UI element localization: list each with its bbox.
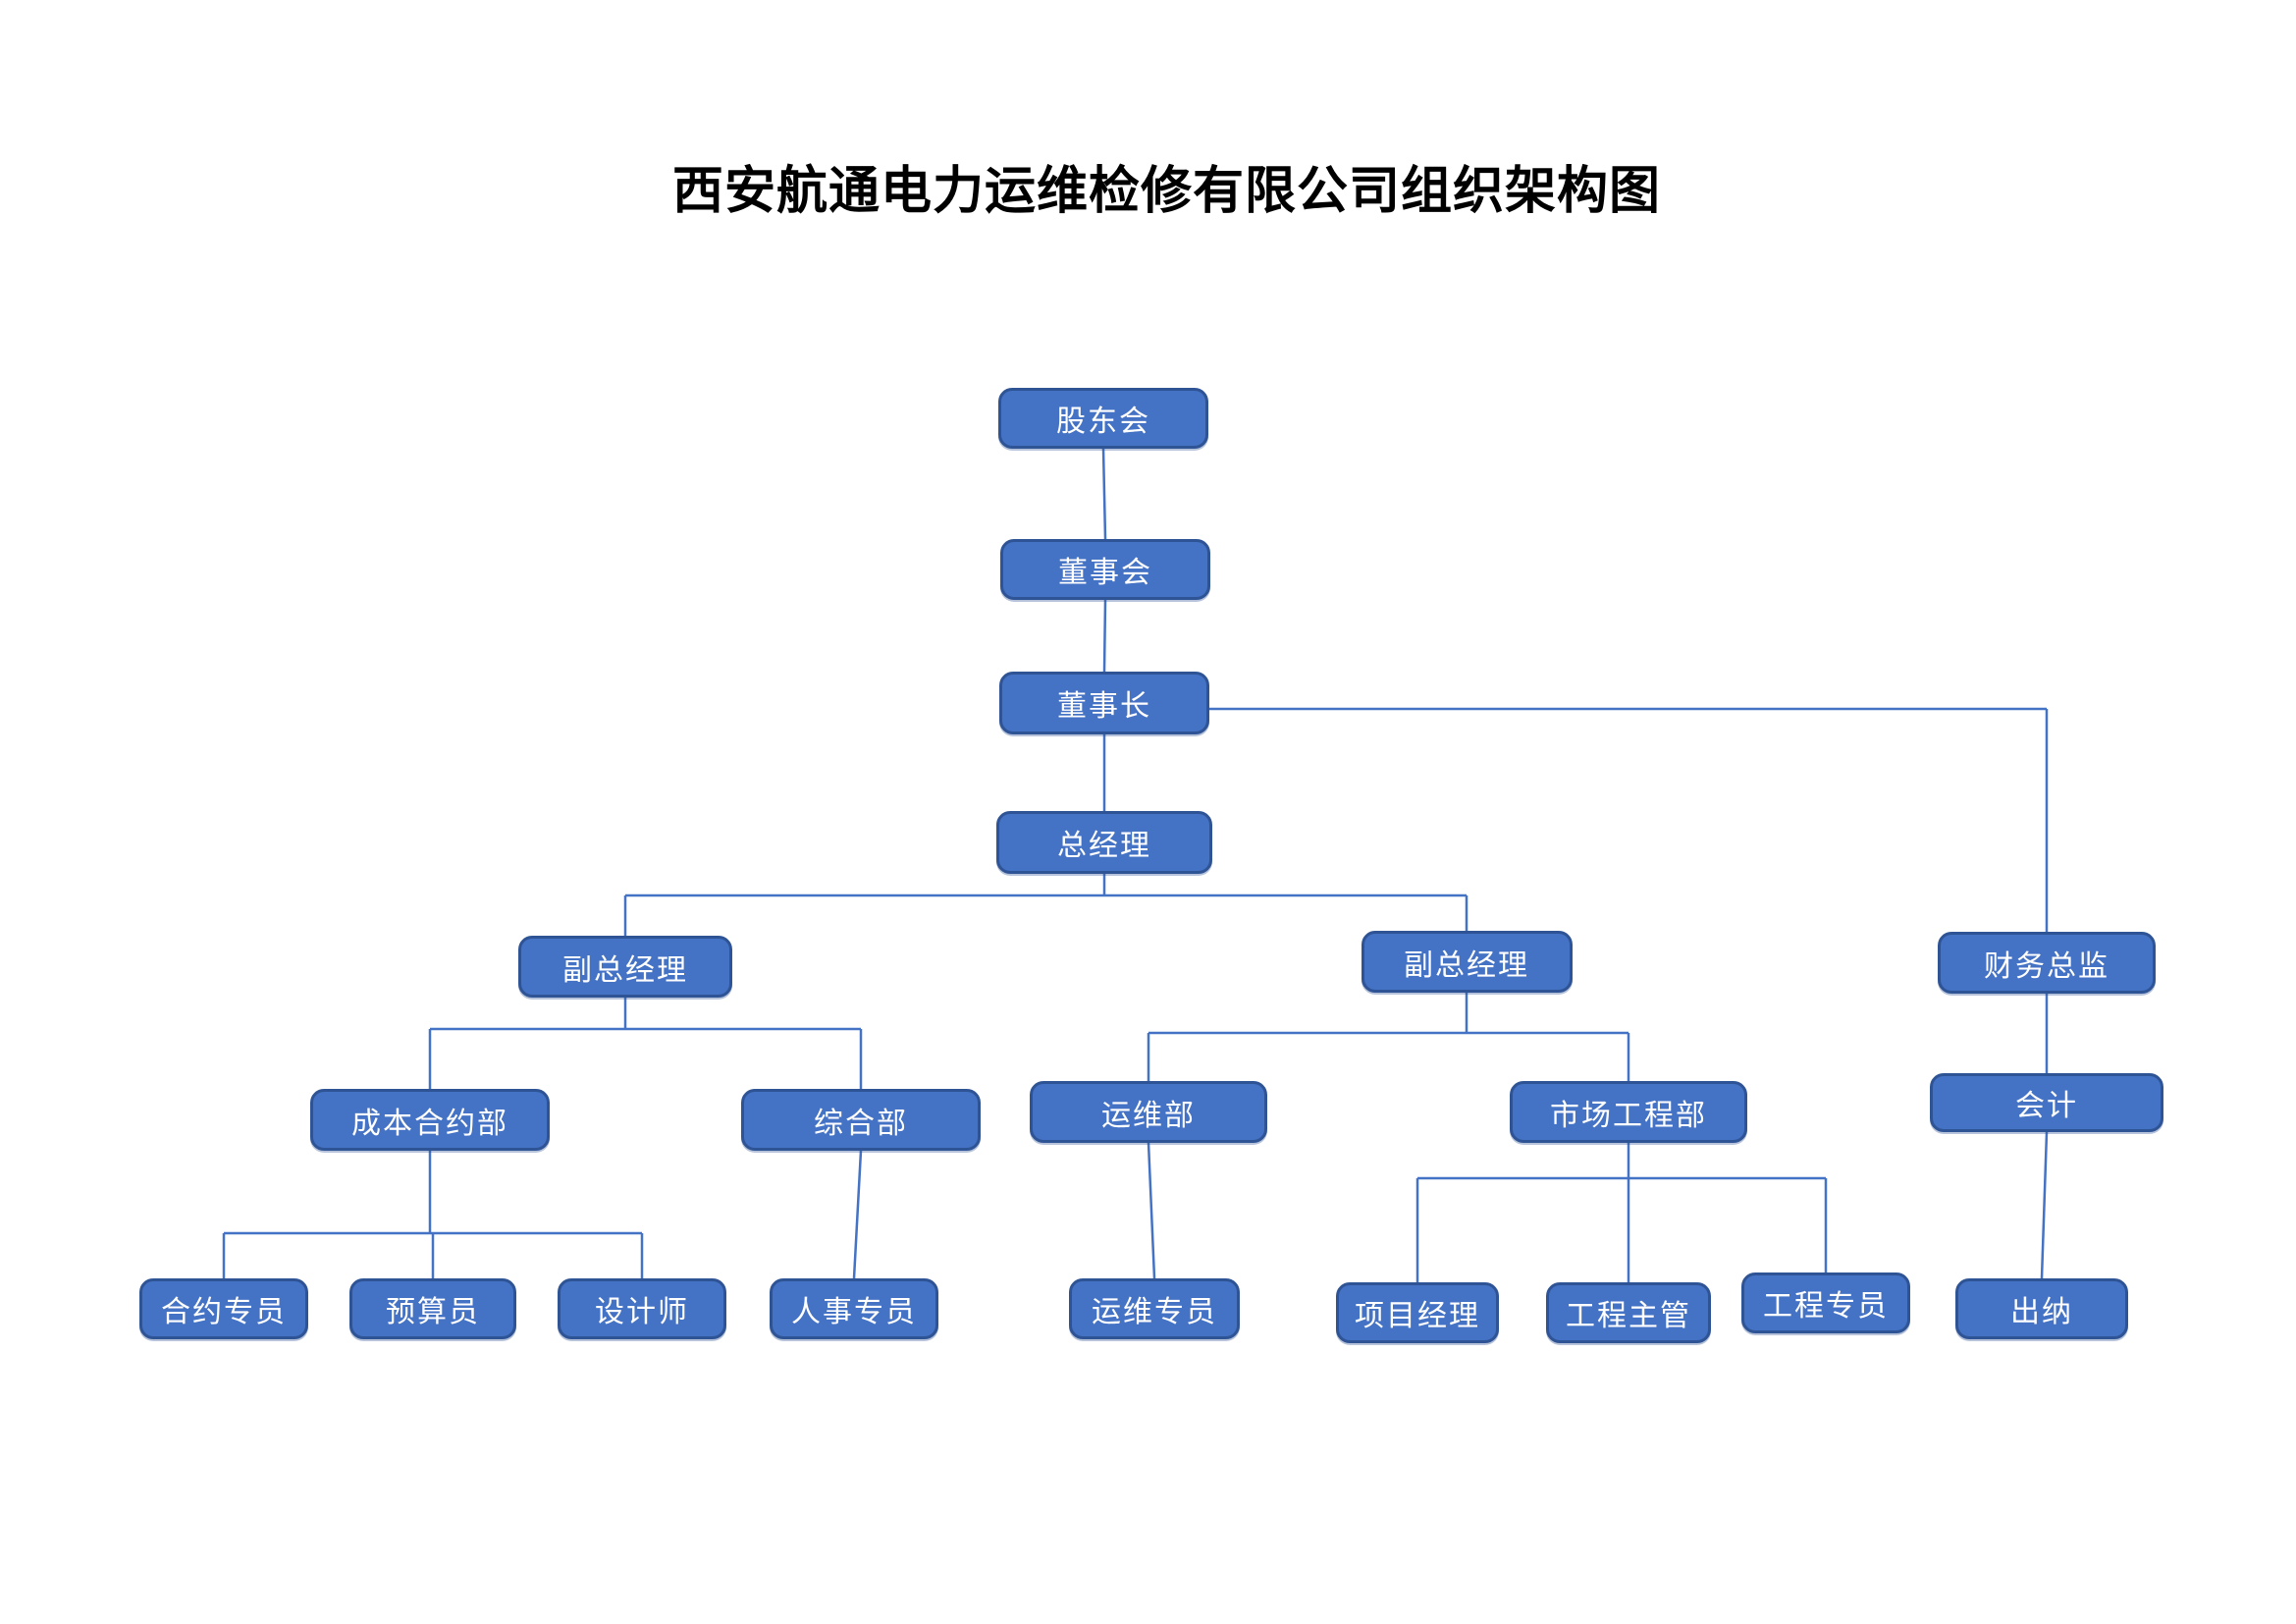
org-node-label: 工程专员 xyxy=(1763,1290,1889,1323)
org-node-project_mgr[interactable]: 项目经理 xyxy=(1336,1282,1499,1343)
org-node-label: 会计 xyxy=(2015,1090,2078,1122)
org-node-gm[interactable]: 总经理 xyxy=(996,811,1212,874)
connector-segment xyxy=(1102,599,1107,673)
org-node-market_eng[interactable]: 市场工程部 xyxy=(1510,1081,1747,1143)
org-node-general[interactable]: 综合部 xyxy=(741,1089,981,1151)
org-node-label: 出纳 xyxy=(2010,1296,2073,1328)
org-node-label: 副总经理 xyxy=(562,953,688,987)
org-node-dgm_right[interactable]: 副总经理 xyxy=(1361,931,1573,993)
org-node-label: 董事会 xyxy=(1058,557,1152,589)
org-node-label: 预算员 xyxy=(386,1296,480,1328)
org-node-label: 工程主管 xyxy=(1566,1300,1691,1332)
org-node-label: 运维专员 xyxy=(1092,1296,1217,1328)
connector-segment xyxy=(1147,1142,1156,1279)
org-node-eng_supervisor[interactable]: 工程主管 xyxy=(1546,1282,1711,1343)
org-node-label: 市场工程部 xyxy=(1550,1099,1707,1132)
org-node-om_spec[interactable]: 运维专员 xyxy=(1069,1278,1240,1339)
org-node-label: 项目经理 xyxy=(1355,1300,1480,1332)
org-node-dgm_left[interactable]: 副总经理 xyxy=(518,936,732,998)
org-node-budget_officer[interactable]: 预算员 xyxy=(349,1278,516,1339)
org-node-cashier[interactable]: 出纳 xyxy=(1955,1278,2128,1339)
org-node-label: 人事专员 xyxy=(791,1296,917,1328)
org-node-label: 董事长 xyxy=(1057,690,1151,723)
org-node-eng_spec[interactable]: 工程专员 xyxy=(1741,1272,1910,1333)
org-node-label: 总经理 xyxy=(1057,830,1151,862)
org-node-hr_spec[interactable]: 人事专员 xyxy=(770,1278,938,1339)
org-node-board[interactable]: 董事会 xyxy=(1000,539,1210,600)
org-node-om_dept[interactable]: 运维部 xyxy=(1030,1081,1267,1143)
org-node-contract_spec[interactable]: 合约专员 xyxy=(139,1278,308,1339)
org-node-label: 副总经理 xyxy=(1404,948,1529,982)
org-node-accountant[interactable]: 会计 xyxy=(1930,1073,2163,1132)
org-node-label: 合约专员 xyxy=(161,1296,287,1328)
org-node-cfo[interactable]: 财务总监 xyxy=(1938,932,2156,994)
org-node-cost_contract[interactable]: 成本合约部 xyxy=(310,1089,550,1151)
org-node-designer[interactable]: 设计师 xyxy=(558,1278,726,1339)
org-node-chairman[interactable]: 董事长 xyxy=(999,672,1209,734)
org-node-label: 财务总监 xyxy=(1984,949,2109,983)
page-title: 西安航通电力运维检修有限公司组织架构图 xyxy=(671,164,1661,220)
connector-segment xyxy=(2040,1131,2049,1279)
org-node-label: 成本合约部 xyxy=(351,1107,508,1140)
connector-segment xyxy=(1101,448,1107,540)
org-node-label: 股东会 xyxy=(1056,406,1150,438)
org-node-label: 综合部 xyxy=(814,1107,908,1140)
connector-segment xyxy=(852,1150,863,1279)
org-node-shareholders[interactable]: 股东会 xyxy=(998,388,1208,449)
org-node-label: 设计师 xyxy=(595,1296,689,1328)
org-node-label: 运维部 xyxy=(1101,1099,1196,1132)
